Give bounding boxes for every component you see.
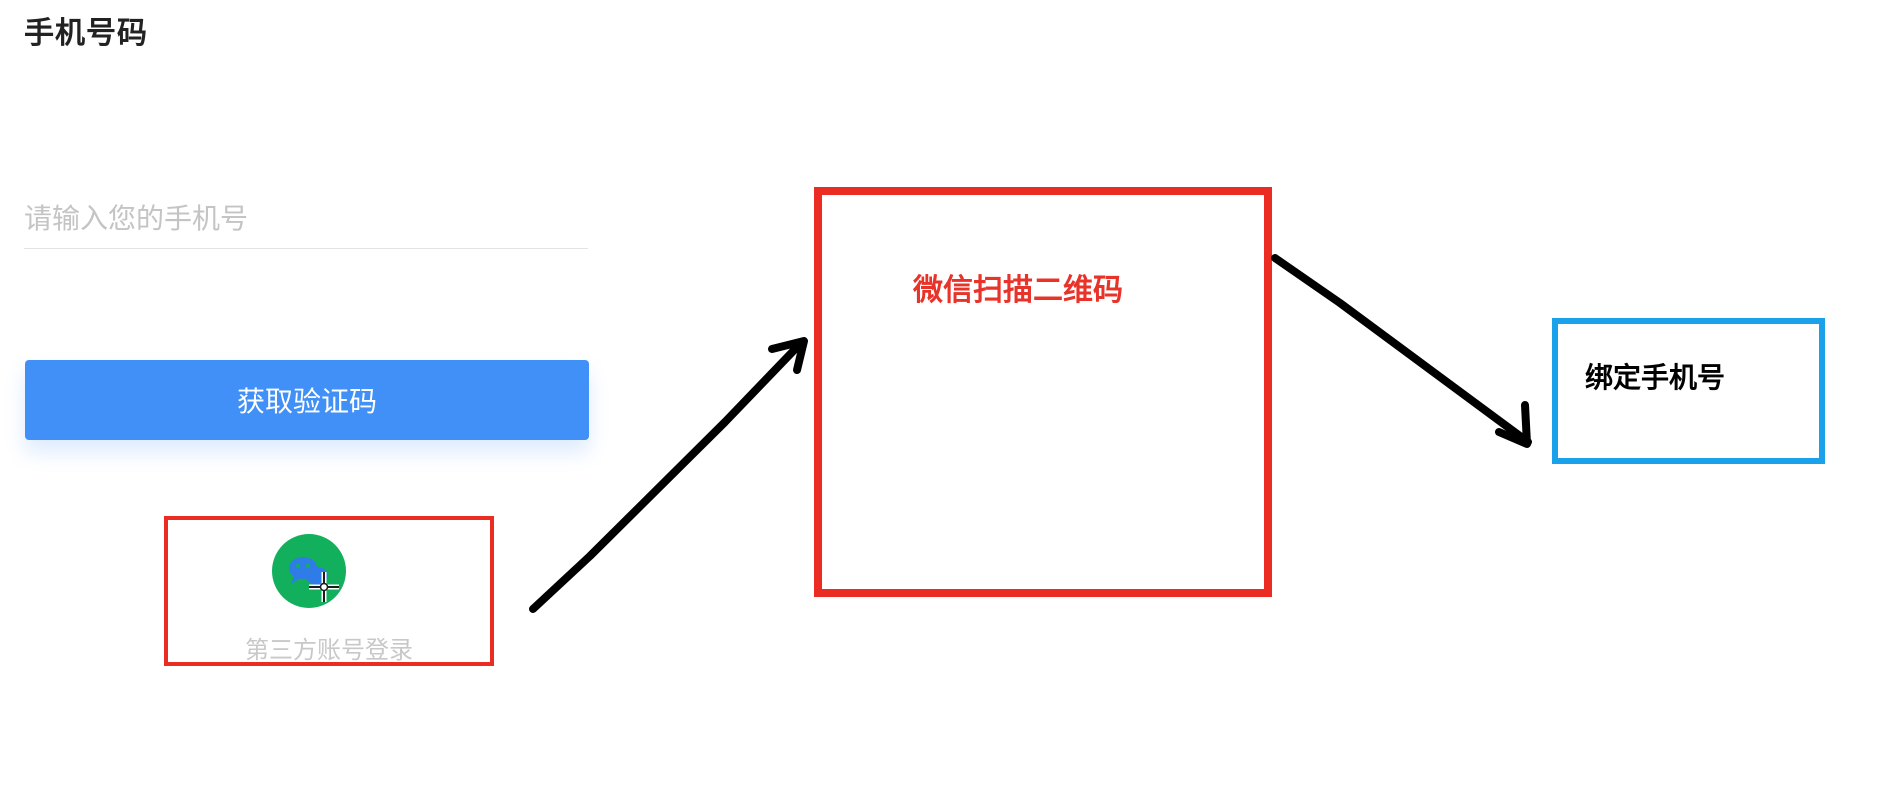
phone-number-input[interactable] — [24, 188, 588, 249]
page-title: 手机号码 — [24, 16, 148, 51]
arrow-to-bind-step — [1271, 254, 1532, 448]
third-party-login-highlight: 第三方账号登录 — [164, 516, 494, 666]
qr-scan-step-box: 微信扫描二维码 — [814, 187, 1272, 597]
get-verification-code-button[interactable]: 获取验证码 — [25, 360, 589, 440]
bind-phone-step-box: 绑定手机号 — [1552, 318, 1825, 464]
qr-scan-step-label: 微信扫描二维码 — [913, 273, 1123, 308]
crosshair-cursor-icon — [309, 572, 339, 602]
third-party-login-label: 第三方账号登录 — [245, 636, 413, 664]
bind-phone-step-label: 绑定手机号 — [1585, 361, 1726, 394]
wechat-icon — [289, 557, 339, 602]
wechat-login-button[interactable] — [272, 534, 346, 608]
